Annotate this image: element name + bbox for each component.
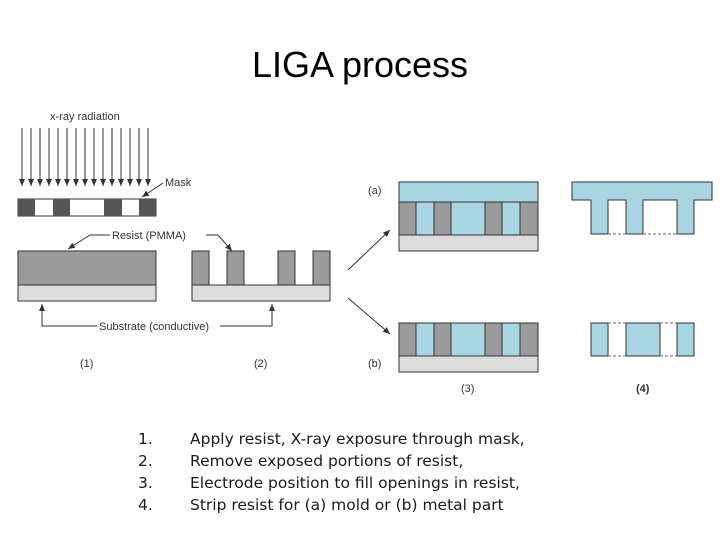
option-label-b: (b) — [368, 358, 381, 370]
mask-label: Mask — [165, 177, 192, 189]
step-text: Strip resist for (a) mold or (b) metal p… — [190, 496, 504, 514]
stage-4b-metal-part — [590, 322, 695, 357]
substrate-label: Substrate (conductive) — [99, 321, 209, 333]
stage-2-stack — [191, 250, 331, 302]
step-number: 3. — [138, 474, 153, 492]
stage-label-1: (1) — [80, 358, 93, 370]
slide-title: LIGA process — [251, 44, 469, 85]
option-label-a: (a) — [368, 185, 381, 197]
substrate-pointer-right — [220, 304, 275, 327]
step-text: Apply resist, X-ray exposure through mas… — [190, 430, 525, 448]
mask-pointer — [141, 182, 164, 198]
branch-arrow-a — [347, 229, 391, 271]
step-number: 4. — [138, 496, 153, 514]
stage-label-4: (4) — [636, 383, 650, 395]
step-number: 1. — [138, 430, 153, 448]
stage-4a-mold — [571, 181, 713, 235]
stage-label-2: (2) — [254, 358, 267, 370]
process-step: 1. Apply resist, X-ray exposure through … — [138, 428, 525, 450]
process-step: 3. Electrode position to fill openings i… — [138, 472, 525, 494]
resist-pointer-right — [206, 234, 233, 252]
process-step: 2. Remove exposed portions of resist, — [138, 450, 525, 472]
stage-3b-stack — [398, 322, 539, 373]
mask — [17, 198, 157, 217]
xray-arrows — [19, 128, 151, 186]
stage-1-stack — [17, 250, 157, 302]
stage-label-3: (3) — [461, 383, 474, 395]
substrate-pointer-left — [39, 304, 97, 327]
process-steps-list: 1. Apply resist, X-ray exposure through … — [138, 428, 525, 516]
xray-radiation-label: x-ray radiation — [50, 111, 120, 123]
step-number: 2. — [138, 452, 153, 470]
stage-3a-stack — [398, 181, 539, 252]
branch-arrow-b — [347, 297, 391, 335]
resist-pointer-left — [67, 234, 110, 250]
resist-label: Resist (PMMA) — [112, 230, 186, 242]
process-step: 4. Strip resist for (a) mold or (b) meta… — [138, 494, 525, 516]
step-text: Electrode position to fill openings in r… — [190, 474, 520, 492]
liga-process-diagram: x-ray radiation Mask Resist (PMMA) — [17, 111, 713, 395]
step-text: Remove exposed portions of resist, — [190, 452, 464, 470]
